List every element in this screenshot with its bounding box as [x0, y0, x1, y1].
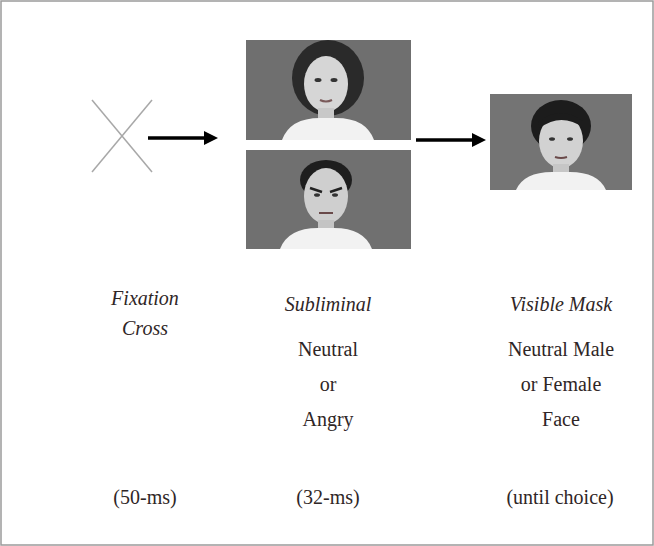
- face-photo: [490, 94, 632, 190]
- arrow: [416, 133, 486, 147]
- stage-title: Visible Mask: [510, 289, 612, 319]
- face-photo: [246, 150, 411, 249]
- duration-label: (50-ms): [113, 482, 176, 512]
- stimulus-description: Neutral Male or Female Face: [504, 332, 618, 437]
- stage-title: Subliminal: [285, 289, 372, 319]
- duration-label: (32-ms): [296, 482, 359, 512]
- fixation-cross: [92, 100, 152, 172]
- face-photo: [246, 40, 411, 140]
- arrow: [148, 131, 218, 145]
- duration-label: (until choice): [506, 482, 613, 512]
- stage-title: Fixation Cross: [99, 283, 191, 343]
- stimulus-description: Neutral or Angry: [295, 332, 361, 437]
